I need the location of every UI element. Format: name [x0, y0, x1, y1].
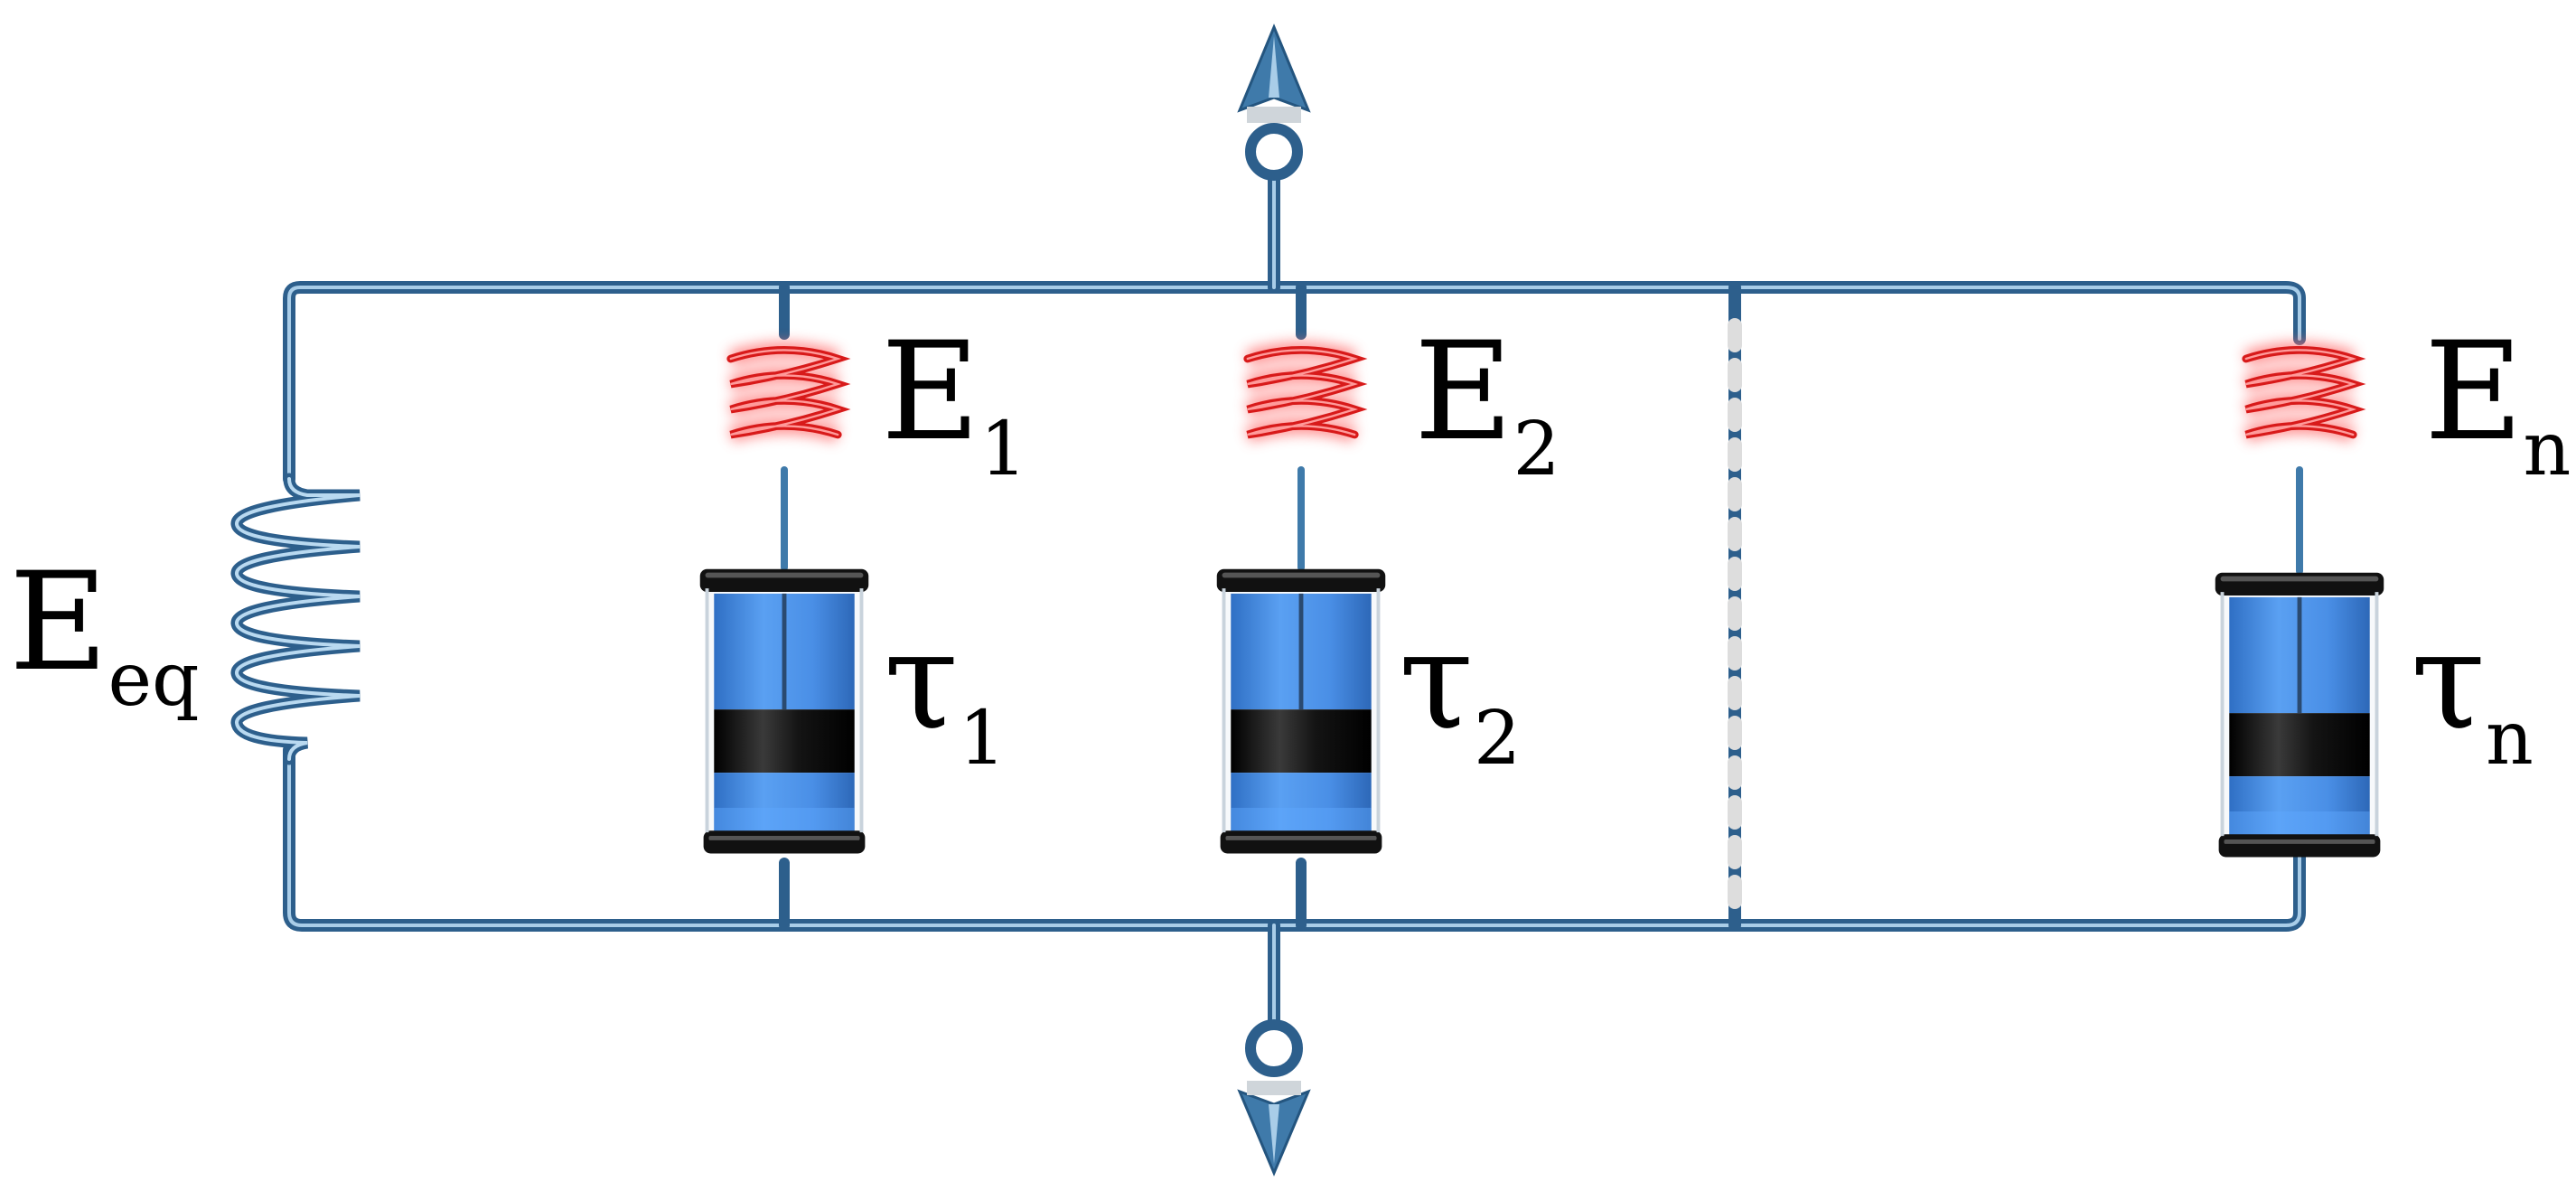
label-en: En: [2424, 314, 2571, 492]
label-e2: E2: [1414, 314, 1560, 492]
label-tau2: τ2: [1399, 603, 1521, 782]
wire-frame: [283, 165, 2306, 1032]
equilibrium-spring: [230, 473, 361, 765]
spring-e2: [1248, 350, 1354, 435]
damper-tau2: [1217, 569, 1386, 854]
spring-e1: [731, 350, 838, 435]
top-terminal: [1237, 23, 1311, 181]
spring-en: [2246, 350, 2353, 435]
label-taun: τn: [2411, 603, 2534, 782]
bottom-terminal: [1237, 1019, 1311, 1177]
label-e-eq: Eeq: [9, 544, 200, 723]
label-tau1: τ1: [884, 603, 1006, 782]
label-e1: E1: [881, 314, 1027, 492]
damper-taun: [2215, 573, 2384, 858]
damper-tau1: [700, 569, 869, 854]
